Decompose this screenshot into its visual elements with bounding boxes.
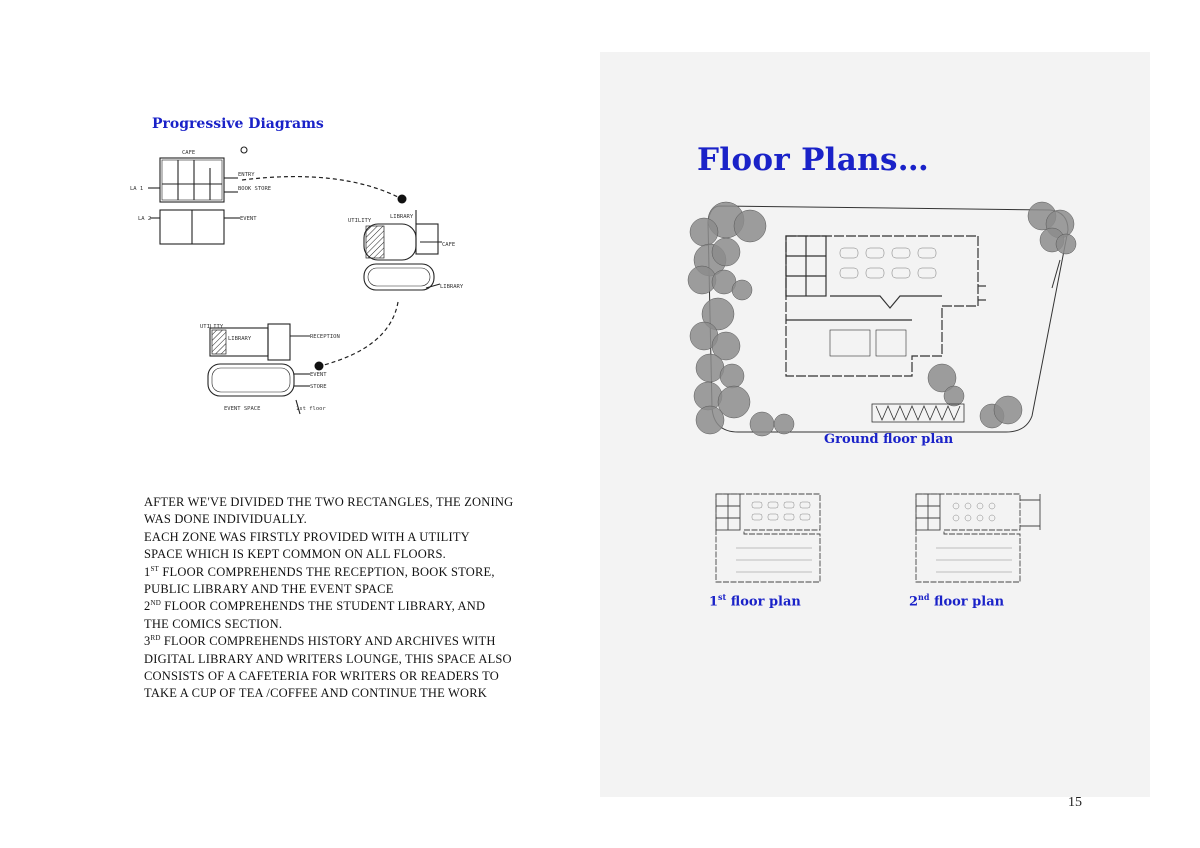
label-store: STORE — [310, 384, 327, 390]
connector-dot-2 — [314, 361, 324, 371]
text-line: the comics section. — [144, 616, 283, 631]
ordinal-suffix: st — [150, 564, 160, 573]
caption-text: floor plan — [929, 594, 1005, 610]
ordinal-suffix: nd — [150, 599, 161, 608]
caption-number: 1 — [709, 594, 719, 610]
text-line: was done individually. — [144, 512, 307, 527]
label-first-floor: 1st floor — [296, 406, 326, 412]
text-line: digital library and writers lounge, this… — [144, 651, 512, 666]
label-book-store: BOOK STORE — [238, 186, 271, 192]
label-library-3: LIBRARY — [228, 336, 252, 342]
entrance-stairs — [871, 403, 965, 423]
text-line-third-floor: 3rd floor comprehends history and archiv… — [144, 633, 544, 650]
first-floor-plan-drawing — [715, 493, 821, 583]
label-cafe-2: CAFE — [442, 242, 455, 248]
page-number: 15 — [1068, 795, 1082, 810]
label-la2: LA 2 — [138, 216, 151, 222]
floor-plans-title: Floor Plans… — [697, 142, 930, 178]
building-outline — [785, 235, 986, 377]
connector-1 — [241, 175, 401, 199]
connector-dot-1 — [397, 194, 407, 204]
zoning-description: After we've divided the two rectangles, … — [144, 494, 544, 703]
ordinal-number: 3 — [144, 634, 151, 649]
second-floor-plan-drawing — [915, 493, 1041, 583]
text-fragment: floor comprehends history and archives w… — [163, 634, 496, 649]
label-utility-2: UTILITY — [200, 324, 224, 330]
progressive-diagrams-title: Progressive Diagrams — [152, 116, 324, 132]
label-reception: RECEPTION — [310, 334, 340, 340]
ordinal-suffix: rd — [150, 634, 161, 643]
text-fragment: floor comprehends the reception, book st… — [162, 564, 495, 579]
text-line-second-floor: 2nd floor comprehends the student librar… — [144, 598, 544, 615]
text-line: space which is kept common on all floors… — [144, 547, 446, 562]
tree-cluster — [687, 201, 1077, 437]
caption-text: floor plan — [726, 594, 801, 610]
caption-number: 2 — [909, 594, 919, 610]
connector-2 — [319, 301, 399, 367]
second-floor-caption: 2nd floor plan — [909, 592, 1004, 609]
label-cafe: CAFE — [182, 150, 195, 156]
text-line: After we've divided the two rectangles, … — [144, 495, 514, 509]
caption-suffix: nd — [918, 592, 930, 602]
text-line: Each zone was firstly provided with a ut… — [144, 529, 470, 544]
label-event-2: EVENT — [310, 372, 327, 378]
text-line: take a cup of tea /coffee and continue t… — [144, 686, 488, 701]
text-line: public library and the event space — [144, 582, 394, 597]
ordinal-number: 2 — [144, 599, 151, 614]
label-library: LIBRARY — [390, 214, 414, 220]
text-line: consists of a cafeteria for writers or r… — [144, 669, 500, 684]
caption-suffix: st — [718, 592, 727, 602]
label-library-2: LIBRARY — [440, 284, 464, 290]
text-fragment: floor comprehends the student library, a… — [164, 599, 486, 614]
label-event: EVENT — [240, 216, 257, 222]
ground-floor-caption: Ground floor plan — [824, 432, 954, 447]
label-la1: LA 1 — [130, 186, 143, 192]
label-entry: ENTRY — [238, 172, 255, 178]
first-floor-caption: 1st floor plan — [709, 592, 801, 609]
label-event-space: EVENT SPACE — [224, 406, 260, 412]
progressive-diagram-sketches: CAFE ENTRY BOOK STORE LA 1 LA 2 EVENT UT… — [130, 146, 464, 415]
ground-floor-plan-drawing — [687, 201, 1077, 437]
ordinal-number: 1 — [144, 564, 151, 579]
sketch-block-upper — [159, 157, 225, 203]
floor-plans-panel — [600, 52, 1150, 797]
text-line-first-floor: 1st floor comprehends the reception, boo… — [144, 564, 544, 581]
label-utility: UTILITY — [348, 218, 372, 224]
